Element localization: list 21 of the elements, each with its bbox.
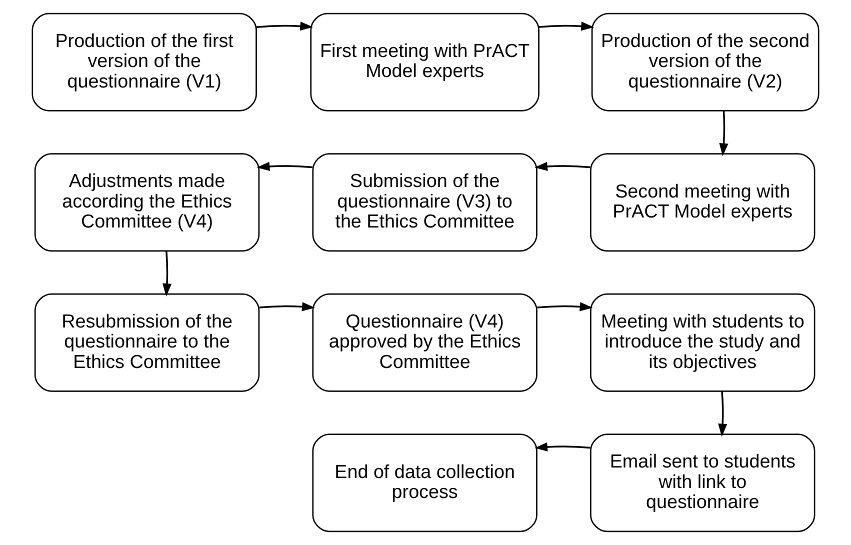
arrow <box>538 22 594 31</box>
node-box: Production of the first version of the questionnaire (V1) <box>32 12 257 112</box>
node-box: Email sent to students with link to questionnaire <box>590 434 816 532</box>
node-box: Production of the second version of the questionnaire (V2) <box>591 12 820 112</box>
node-box: First meeting with PrACT Model experts <box>310 12 540 112</box>
arrow <box>719 110 728 156</box>
node-box: Meeting with students to introduce the study and its objectives <box>590 293 816 392</box>
arrow <box>162 250 172 296</box>
arrow <box>718 391 728 437</box>
arrow <box>534 162 590 171</box>
arrow <box>534 442 590 452</box>
node-box: Questionnaire (V4) approved by the Ethics Committee <box>312 293 538 392</box>
node-box: Second meeting with PrACT Model experts <box>590 153 816 252</box>
node-box: Submission of the questionnaire (V3) to the Ethics Committee <box>312 153 538 252</box>
arrow <box>256 162 312 171</box>
arrow <box>256 22 314 31</box>
node-box: Adjustments made according the Ethics Committee (V4) <box>34 153 260 252</box>
node-box: Resubmission of the questionnaire to the Ethics Committee <box>34 293 260 392</box>
node-box: End of data collection process <box>312 434 538 532</box>
arrow <box>259 302 315 312</box>
arrow <box>537 302 593 312</box>
